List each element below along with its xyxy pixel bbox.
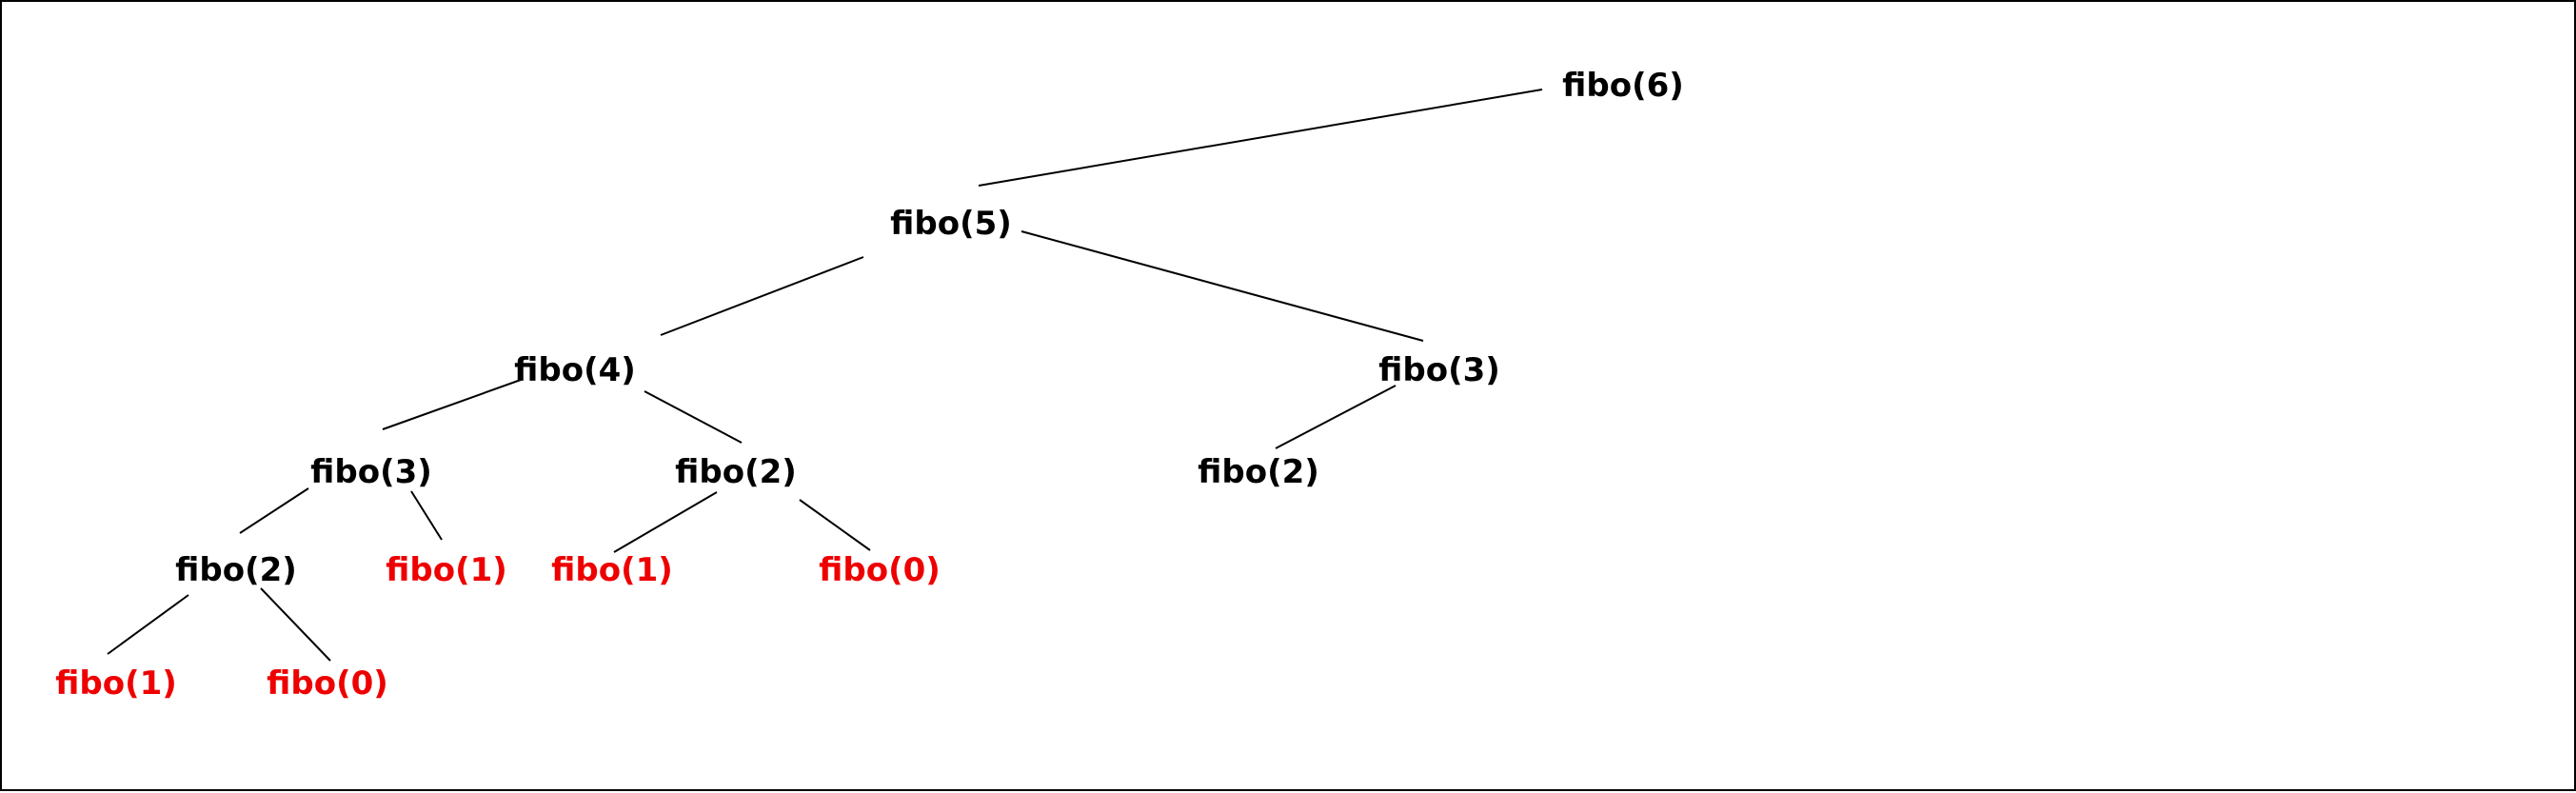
node-n2r: fibo(2) bbox=[1198, 453, 1319, 491]
edge-n5-n4 bbox=[660, 256, 864, 336]
edge-n2m-n0b bbox=[799, 499, 871, 551]
node-n3l: fibo(3) bbox=[310, 453, 432, 491]
edge-n3r-n2r bbox=[1275, 385, 1397, 449]
edge-n2l-n1c bbox=[107, 594, 189, 655]
edge-n3l-n2l bbox=[239, 487, 309, 534]
node-n1c-base-case: fibo(1) bbox=[55, 664, 177, 703]
node-n5: fibo(5) bbox=[890, 205, 1012, 243]
node-n2l: fibo(2) bbox=[175, 551, 297, 589]
node-n4: fibo(4) bbox=[514, 351, 636, 389]
edge-n3l-n1a bbox=[410, 490, 443, 541]
node-n1a-base-case: fibo(1) bbox=[386, 551, 507, 589]
node-n6: fibo(6) bbox=[1562, 67, 1684, 105]
node-n3r: fibo(3) bbox=[1378, 351, 1500, 389]
node-n0b-base-case: fibo(0) bbox=[819, 551, 941, 589]
edge-n6-n5 bbox=[978, 89, 1543, 187]
edge-n2l-n0c bbox=[260, 587, 331, 662]
edge-n2m-n1b bbox=[613, 491, 718, 553]
node-n2m: fibo(2) bbox=[675, 453, 797, 491]
edge-n5-n3r bbox=[1020, 230, 1424, 342]
node-n1b-base-case: fibo(1) bbox=[551, 551, 673, 589]
edge-n4-n3l bbox=[382, 379, 522, 430]
node-n0c-base-case: fibo(0) bbox=[267, 664, 388, 703]
edge-n4-n2m bbox=[644, 390, 743, 444]
